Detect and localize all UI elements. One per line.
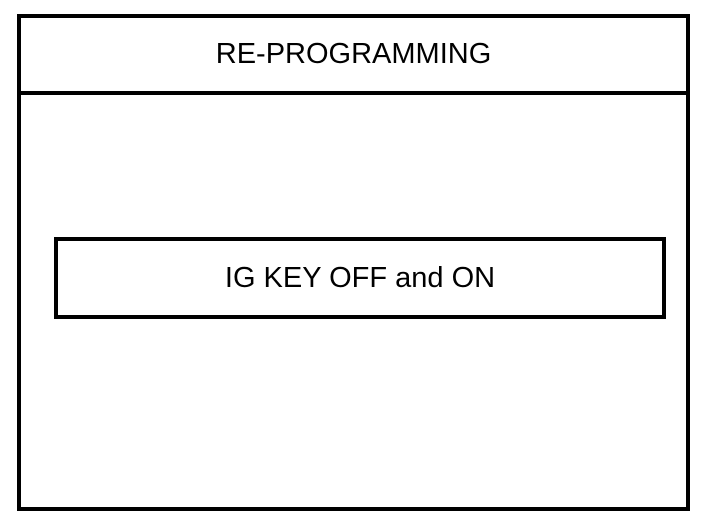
dialog-title: RE-PROGRAMMING — [215, 38, 492, 70]
dialog-body: IG KEY OFF and ON — [21, 95, 686, 507]
dialog-title-bar: RE-PROGRAMMING — [21, 18, 686, 95]
ig-key-message-text: IG KEY OFF and ON — [224, 261, 496, 294]
ig-key-message-box[interactable]: IG KEY OFF and ON — [54, 237, 666, 319]
re-programming-dialog: RE-PROGRAMMING IG KEY OFF and ON — [17, 14, 690, 511]
